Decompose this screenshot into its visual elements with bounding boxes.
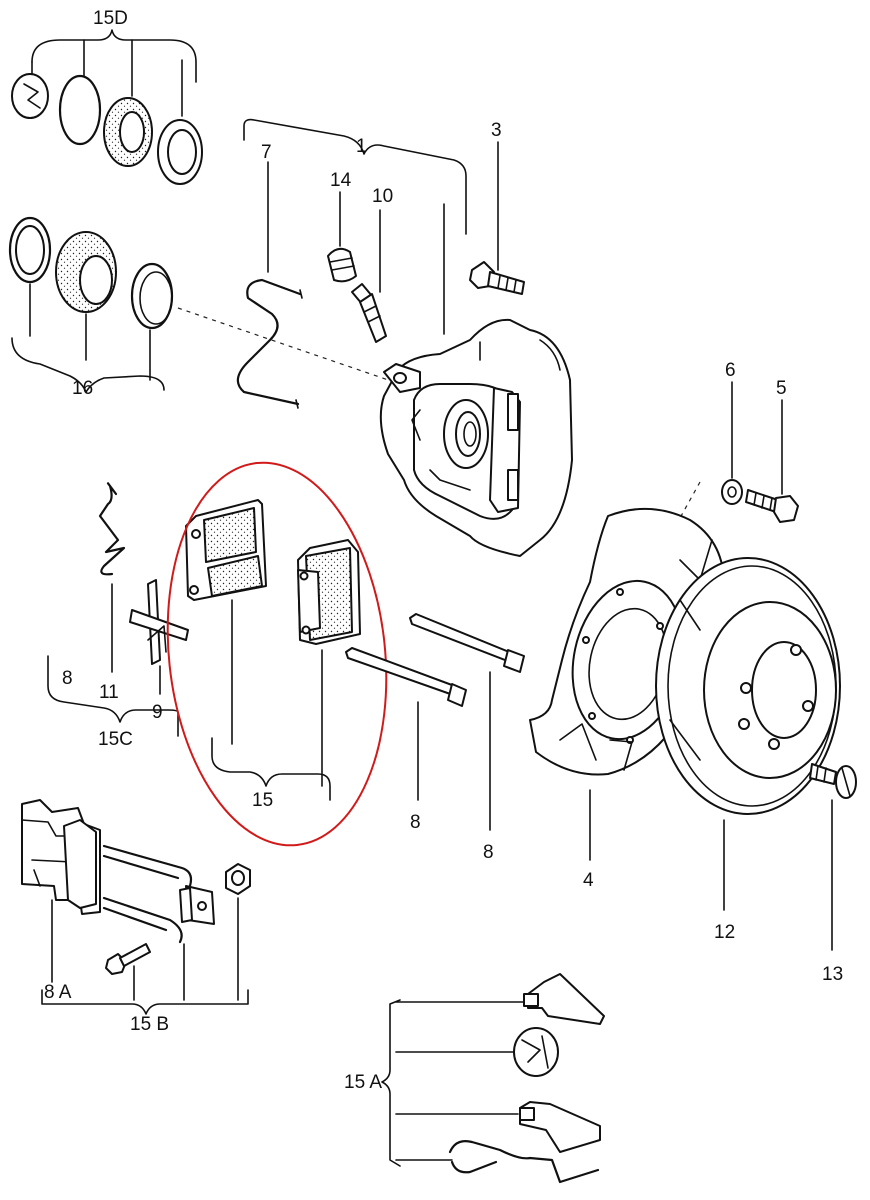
cross-spring-9 [129,579,189,665]
clip-15a-top [523,973,605,1025]
guide-pin-8-upper [409,613,525,673]
label-3: 3 [491,120,502,141]
seal-kit-15d [11,29,203,185]
dust-cap [11,73,49,119]
bolt-15b [105,943,151,975]
guide-pin-8-lower [345,647,467,707]
label-15: 15 [252,790,273,811]
label-15-a: 15 A [344,1072,382,1093]
brake-disc-12 [655,557,841,815]
assembly-axis-line [177,307,401,385]
anti-rattle-kit-15c [47,482,189,737]
piston-seal [103,97,153,167]
hex-nut [225,863,251,895]
caliper-bolt-3 [469,261,525,295]
lock-washer-6 [721,479,743,505]
label-1: 1 [356,136,367,157]
label-8-a: 8 A [44,982,72,1003]
label-10: 10 [372,186,393,207]
label-6: 6 [725,360,736,381]
label-15c: 15C [98,729,133,750]
label-8-lower: 8 [410,812,421,833]
seal-ring-16 [8,216,52,284]
label-14: 14 [330,170,352,191]
bleeder-valve-10 [351,283,387,343]
spring-ring-16 [130,262,174,330]
label-16: 16 [72,378,93,399]
spreader-spring-7 [236,278,302,406]
clip-15a-middle [519,1101,601,1153]
spring-clip-11 [98,482,126,576]
seal-kit-16 [8,216,174,393]
piston-16 [55,231,117,313]
label-7: 7 [261,142,272,163]
label-13: 13 [822,964,843,985]
sensor-bracket-kit-15b [21,799,251,1015]
label-8-15c: 8 [62,668,73,689]
bushing-15a [513,1027,559,1077]
label-12: 12 [714,922,735,943]
highlight-circle [166,461,388,847]
bracket-1 [243,118,467,235]
retaining-ring [157,119,203,185]
wire-clip-15a [448,1140,600,1184]
label-11: 11 [99,682,119,703]
label-8-upper: 8 [483,842,494,863]
bleeder-cap-14 [327,247,357,283]
label-4: 4 [583,870,594,891]
fitting-kit-15a [381,973,605,1184]
o-ring [58,74,102,146]
brake-pads-15 [185,499,361,801]
label-15-b: 15 B [130,1014,169,1035]
brake-pad-inner [297,539,361,645]
label-9: 9 [152,702,163,723]
brake-caliper [379,318,573,557]
label-15d: 15D [93,8,128,29]
brake-pad-outer [185,499,267,601]
bolt-5 [745,489,799,523]
countersunk-screw-13 [809,763,857,799]
label-5: 5 [776,378,787,399]
